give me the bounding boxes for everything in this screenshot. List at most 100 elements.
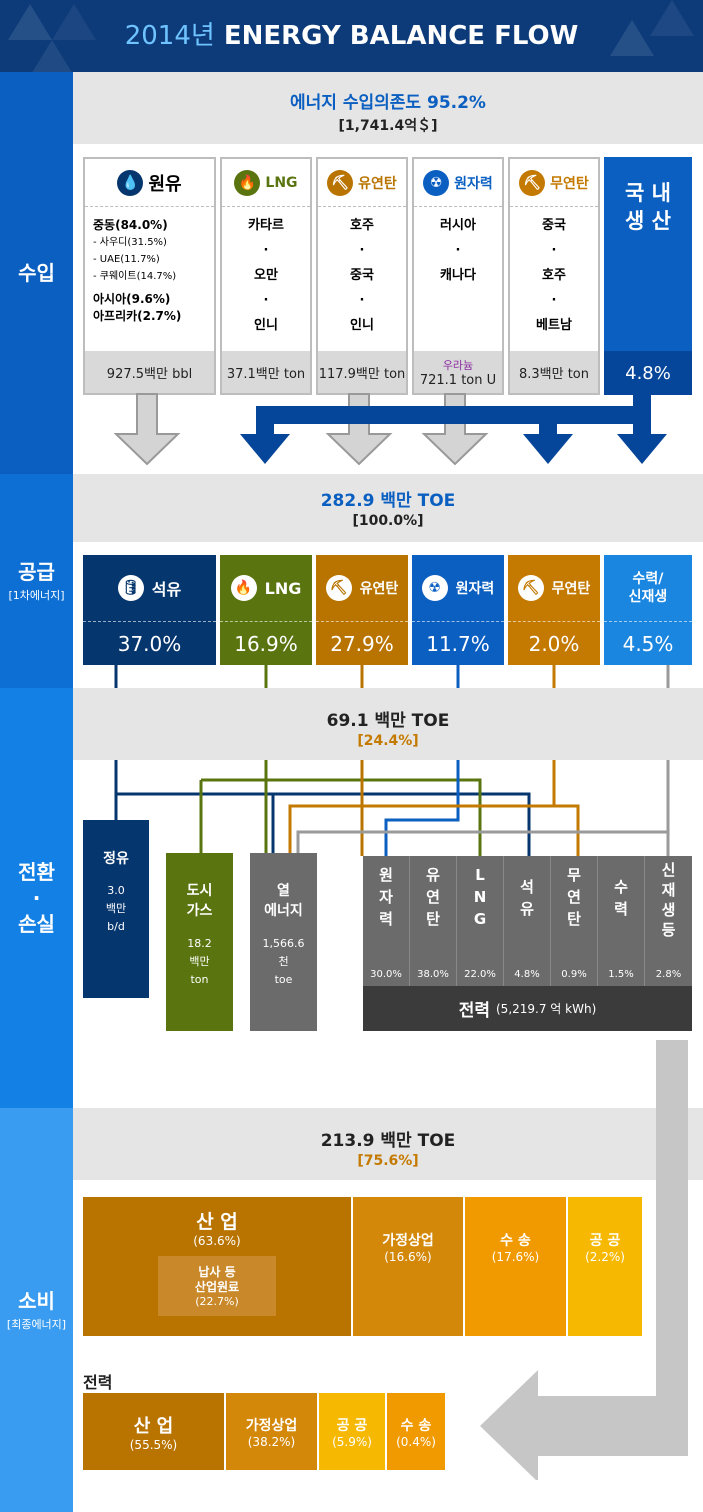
import-summary-band: 에너지 수입의존도 95.2% [1,741.4억＄] xyxy=(73,72,703,144)
lng-line: 오만 xyxy=(254,268,278,283)
card-anthracite: ⛏무연탄 중국·호주·베트남 8.3백만 ton xyxy=(508,157,600,395)
anthracite-line: 베트남 xyxy=(536,318,572,333)
bituminous-line: 중국 xyxy=(350,268,374,283)
power-cons-pct: (55.5%) xyxy=(129,1437,178,1452)
bituminous-origin-list: 호주·중국·인니 xyxy=(318,207,406,338)
radiation-icon: ☢ xyxy=(423,169,450,196)
public-pct: (2.2%) xyxy=(585,1249,625,1264)
import-flow-arrows xyxy=(113,393,667,466)
power-cons-pct: (5.9%) xyxy=(332,1434,372,1449)
power-col-pct: 2.8% xyxy=(655,969,682,980)
power-col-pct: 30.0% xyxy=(370,969,402,980)
triangle-decoration xyxy=(610,20,654,56)
nuclear-origin-list: 러시아·캐나다 xyxy=(414,207,502,288)
crude-origin-list: 중동(84.0%) - 사우디(31.5%) - UAE(11.7%) - 쿠웨… xyxy=(85,207,214,325)
conversion-pct: [24.4%] xyxy=(357,733,419,749)
lng-line: 카타르 xyxy=(248,218,284,233)
lng-line: · xyxy=(263,293,269,308)
power-col-name: 원 자 력 xyxy=(379,866,393,928)
card-anthracite-title: 무연탄 xyxy=(550,175,589,192)
header-title: ENERGY BALANCE FLOW xyxy=(223,21,579,51)
supply-anthracite-pct: 2.0% xyxy=(508,621,600,665)
card-domestic-title: 국 내 생 산 xyxy=(625,181,671,233)
commercial-name: 가정상업 xyxy=(382,1232,434,1249)
consumption-commercial: 가정상업 (16.6%) xyxy=(353,1197,463,1336)
section-conversion-label: 전환 · 손실 xyxy=(18,860,55,936)
supply-anthracite-name: 무연탄 xyxy=(551,581,591,597)
supply-pct: [100.0%] xyxy=(352,513,424,529)
supply-oil-pct: 37.0% xyxy=(83,621,216,665)
anthracite-line: 중국 xyxy=(542,218,566,233)
crude-total: 927.5백만 bbl xyxy=(106,366,193,382)
feedstock-pct: (22.7%) xyxy=(195,1294,239,1308)
supply-lng: 🔥 LNG 16.9% xyxy=(220,555,312,665)
section-import-label: 수입 xyxy=(18,261,55,285)
supply-oil: 🛢석유 37.0% xyxy=(83,555,216,665)
power-total-bar: 전력 (5,219.7 억 kWh) xyxy=(363,986,692,1031)
oil-can-icon: 🛢 xyxy=(117,575,144,601)
commercial-pct: (16.6%) xyxy=(384,1249,432,1264)
coal-cart-icon: ⛏ xyxy=(519,169,546,196)
coal-cart-icon: ⛏ xyxy=(517,575,544,601)
supply-lng-name: LNG xyxy=(264,578,302,598)
crude-line: 아시아(9.6%) xyxy=(93,292,171,306)
supply-renewable-pct: 4.5% xyxy=(604,621,692,665)
section-conversion: 전환 · 손실 xyxy=(0,688,73,1108)
power-col-name: 신 재 생 등 xyxy=(661,861,676,939)
power-col-name: 무 연 탄 xyxy=(567,866,581,928)
header-year: 2014년 xyxy=(124,21,215,51)
conversion-flow-lines xyxy=(114,760,670,856)
supply-bituminous-name: 유연탄 xyxy=(359,581,399,597)
bituminous-line: · xyxy=(359,243,365,258)
triangle-decoration xyxy=(650,0,694,36)
power-label: 전력 xyxy=(458,1001,490,1021)
crude-line: - 사우디(31.5%) xyxy=(93,237,167,248)
supply-connectors xyxy=(114,665,670,689)
power-col-name: 유 연 탄 xyxy=(426,866,440,928)
transport-name: 수 송 xyxy=(500,1232,531,1249)
supply-nuclear-pct: 11.7% xyxy=(412,621,504,665)
consumption-industry: 산 업 (63.6%) 납사 등 산업원료 (22.7%) xyxy=(83,1197,351,1336)
power-col-pct: 1.5% xyxy=(608,969,634,980)
flame-icon: 🔥 xyxy=(234,169,261,196)
power-col-anthracite: 무 연 탄 0.9% xyxy=(551,856,598,986)
consumption-pct: [75.6%] xyxy=(357,1153,419,1169)
power-col-pct: 0.9% xyxy=(561,969,587,980)
power-value: (5,219.7 억 kWh) xyxy=(496,1002,597,1016)
heat-name: 열 에너지 xyxy=(264,883,303,919)
crude-line: 중동(84.0%) xyxy=(93,218,168,232)
supply-lng-pct: 16.9% xyxy=(220,621,312,665)
supply-bituminous-pct: 27.9% xyxy=(316,621,408,665)
power-col-pct: 4.8% xyxy=(514,969,540,980)
consumption-transport: 수 송 (17.6%) xyxy=(465,1197,566,1336)
refinery-value: 3.0 백만 b/d xyxy=(105,884,127,933)
power-cons-transport: 수 송 (0.4%) xyxy=(387,1393,445,1470)
conversion-city-gas: 도시 가스 18.2 백만 ton xyxy=(166,853,233,1031)
anthracite-line: · xyxy=(551,293,557,308)
power-cons-name: 수 송 xyxy=(400,1417,432,1434)
anthracite-line: 호주 xyxy=(542,268,566,283)
nuclear-total-label: 우라늄 xyxy=(442,358,474,372)
power-col-pct: 38.0% xyxy=(417,969,449,980)
coal-cart-icon: ⛏ xyxy=(327,169,354,196)
bituminous-line: 인니 xyxy=(350,318,374,333)
triangle-decoration xyxy=(30,40,74,72)
card-bituminous: ⛏유연탄 호주·중국·인니 117.9백만 ton xyxy=(316,157,408,395)
lng-total: 37.1백만 ton xyxy=(226,366,306,382)
domestic-pct: 4.8% xyxy=(604,351,692,395)
supply-renewable-name: 수력/ 신재생 xyxy=(628,571,668,605)
conversion-summary-band: 69.1 백만 TOE [24.4%] xyxy=(73,688,703,760)
card-domestic: 국 내 생 산 4.8% xyxy=(604,157,692,395)
transport-pct: (17.6%) xyxy=(491,1249,540,1264)
consumption-total: 213.9 백만 TOE xyxy=(320,1131,456,1151)
citygas-name: 도시 가스 xyxy=(186,883,213,919)
bituminous-line: · xyxy=(359,293,365,308)
card-lng-title: LNG xyxy=(265,174,298,191)
lng-line: · xyxy=(263,243,269,258)
triangle-decoration xyxy=(52,4,96,40)
power-cons-pct: (38.2%) xyxy=(247,1434,296,1449)
power-col-nuclear: 원 자 력 30.0% xyxy=(363,856,410,986)
flame-icon: 🔥 xyxy=(230,575,257,601)
nuclear-total: 721.1 ton U xyxy=(419,372,497,388)
